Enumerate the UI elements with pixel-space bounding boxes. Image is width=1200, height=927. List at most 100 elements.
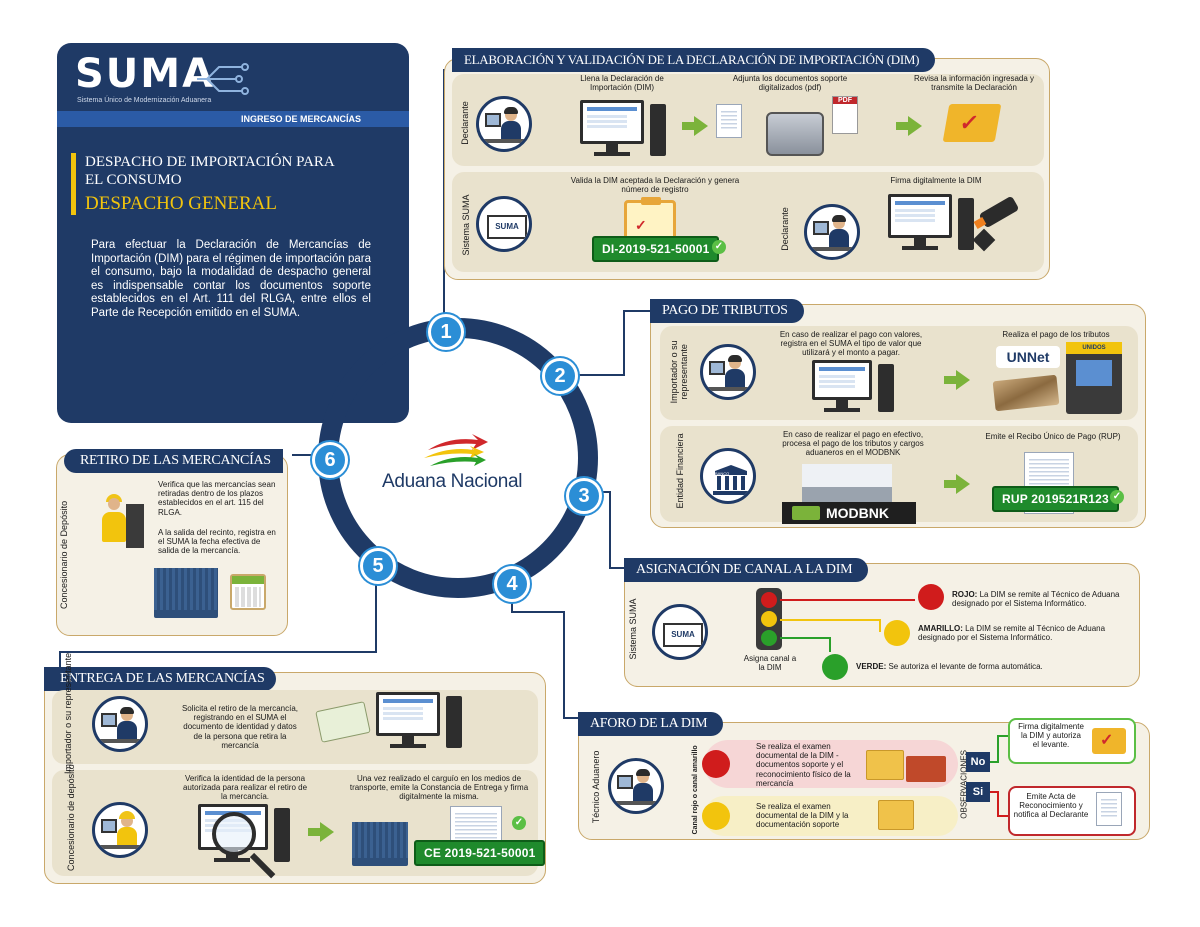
- step6-register-text: A la salida del recinto, registra en el …: [158, 528, 276, 556]
- computer-icon: [812, 360, 896, 416]
- step3-assign-text: Asigna canal a la DIM: [743, 654, 797, 673]
- step-number-6[interactable]: 6: [312, 442, 348, 478]
- step4-role-technician: Técnico Aduanero: [591, 750, 602, 824]
- step1-role-declarant: Declarante: [460, 101, 471, 145]
- registration-badge: DI-2019-521-50001: [592, 236, 720, 262]
- cargo-boxes-icon: [906, 756, 946, 782]
- unnet-logo: UNNet: [996, 346, 1060, 368]
- no-button[interactable]: No: [966, 752, 990, 772]
- step-number-4[interactable]: 4: [494, 566, 530, 602]
- money-icon: [792, 506, 820, 520]
- step1-validate-text: Valida la DIM aceptada la Declaración y …: [570, 176, 740, 195]
- suma-logo: SUMA: [75, 51, 216, 97]
- arrow-icon: [308, 822, 334, 842]
- channel-lines: [780, 599, 915, 652]
- arrow-icon: [896, 116, 922, 136]
- step2-pay-text: Realiza el pago de los tributos: [1002, 330, 1110, 339]
- truck-icon: [154, 568, 218, 618]
- bank-avatar: BANCO: [700, 448, 756, 504]
- magnifier-icon: [212, 812, 256, 856]
- step-number-5[interactable]: 5: [360, 548, 396, 584]
- calendar-icon: [230, 574, 266, 610]
- rup-badge: RUP 2019521R123: [992, 486, 1119, 512]
- yellow-inspection-row: [704, 796, 958, 836]
- declarant-avatar-2: [804, 204, 860, 260]
- step1-role-suma: Sistema SUMA: [461, 194, 472, 256]
- step2-role-importer: Importador o su representante: [669, 340, 689, 404]
- computer-icon: [580, 100, 670, 160]
- declarant-avatar: [476, 96, 532, 152]
- green-channel-icon: [822, 654, 848, 680]
- truck-icon: [352, 822, 408, 866]
- step1-sign-text: Firma digitalmente la DIM: [890, 176, 982, 185]
- observation-arrows: [990, 735, 1008, 817]
- step-number-1[interactable]: 1: [428, 314, 464, 350]
- folder-icon: [866, 750, 904, 780]
- step-number-3[interactable]: 3: [566, 478, 602, 514]
- pdf-icon: PDF: [832, 96, 858, 134]
- aduana-logo-icon: [424, 434, 488, 466]
- certificate-badge: CE 2019-521-50001: [414, 840, 546, 866]
- folder-icon: [878, 800, 914, 830]
- check-icon: ✓: [1110, 490, 1124, 504]
- step6-role-depot: Concesionario de Depósito: [59, 500, 70, 609]
- arrow-icon: [944, 370, 970, 390]
- arrow-icon: [944, 474, 970, 494]
- step1-review-text: Revisa la información ingresada y transm…: [913, 74, 1035, 93]
- approved-folder-icon: ✓: [942, 104, 1002, 142]
- step4-title: AFORO DE LA DIM: [578, 712, 724, 736]
- step5-title: ENTREGA DE LAS MERCANCÍAS: [44, 667, 277, 691]
- step1-role-declarant-2: Declarante: [780, 207, 791, 251]
- step1-row-top: [452, 74, 1044, 166]
- step5-role-importer: Importador o su representante: [63, 652, 74, 774]
- step1-attach-text: Adjunta los documentos soporte digitaliz…: [732, 74, 848, 93]
- step1-fill-text: Llena la Declaración de Importación (DIM…: [580, 74, 664, 93]
- suma-system-avatar: SUMA: [476, 196, 532, 252]
- yellow-channel-icon: [702, 802, 730, 830]
- check-icon: ✓: [512, 816, 526, 830]
- step5-load-text: Una vez realizado el carguío en los medi…: [349, 774, 529, 802]
- technician-avatar: [608, 758, 664, 814]
- step5-verify-text: Verifica la identidad de la persona auto…: [182, 774, 308, 802]
- document-icon: [716, 104, 742, 138]
- step4-yellow-text: Se realiza el examen documental de la DI…: [756, 802, 849, 830]
- step2-role-bank: Entidad Financiera: [675, 433, 686, 509]
- step1-title: ELABORACIÓN Y VALIDACIÓN DE LA DECLARACI…: [452, 48, 936, 72]
- si-button[interactable]: Si: [966, 782, 990, 802]
- bank-counter-illustration: [802, 464, 892, 502]
- importer-avatar: [92, 696, 148, 752]
- page-title: DESPACHO DE IMPORTACIÓN PARA EL CONSUMO: [85, 154, 335, 188]
- suma-system-avatar: SUMA: [652, 604, 708, 660]
- step2-values-text: En caso de realizar el pago con valores,…: [779, 330, 923, 358]
- arrow-icon: [682, 116, 708, 136]
- computer-icon: [376, 692, 466, 752]
- step3-green-text: VERDE: Se autoriza el levante de forma a…: [856, 662, 1043, 671]
- step2-receipt-text: Emite el Recibo Único de Pago (RUP): [985, 432, 1121, 441]
- step3-yellow-text: AMARILLO: La DIM se remite al Técnico de…: [918, 624, 1106, 643]
- red-channel-icon: [918, 584, 944, 610]
- step6-verify-text: Verifica que las mercancías sean retirad…: [158, 480, 276, 517]
- step5-role-depot: Concesionario de depósito: [66, 764, 77, 871]
- step3-role-suma: Sistema SUMA: [628, 598, 639, 660]
- importer-avatar: [700, 344, 756, 400]
- step2-cash-text: En caso de realizar el pago en efectivo,…: [782, 430, 924, 458]
- step-number-2[interactable]: 2: [542, 358, 578, 394]
- red-channel-icon: [702, 750, 730, 778]
- step6-title: RETIRO DE LAS MERCANCÍAS: [64, 449, 283, 473]
- depot-worker-avatar: [88, 484, 148, 564]
- step4-si-text: Emite Acta de Reconocimiento y notifica …: [1013, 792, 1089, 820]
- depot-avatar: [92, 802, 148, 858]
- circuit-icon: [197, 63, 249, 95]
- document-icon: [1096, 792, 1122, 826]
- title-accent-bar: [71, 153, 76, 215]
- step3-title: ASIGNACIÓN DE CANAL A LA DIM: [624, 558, 869, 582]
- step3-panel: [624, 563, 1140, 687]
- step4-channel-label: Canal rojo o canal amarillo: [692, 745, 700, 835]
- section-label: INGRESO DE MERCANCÍAS: [57, 111, 409, 127]
- step4-no-text: Firma digitalmente la DIM y autoriza el …: [1018, 722, 1084, 750]
- page-title-highlight: DESPACHO GENERAL: [85, 193, 277, 214]
- description: Para efectuar la Declaración de Mercancí…: [91, 239, 371, 319]
- atm-icon: UNIDOS: [1066, 342, 1122, 414]
- computer-icon: [888, 194, 978, 254]
- suma-subtitle: Sistema Único de Modernización Aduanera: [77, 97, 212, 104]
